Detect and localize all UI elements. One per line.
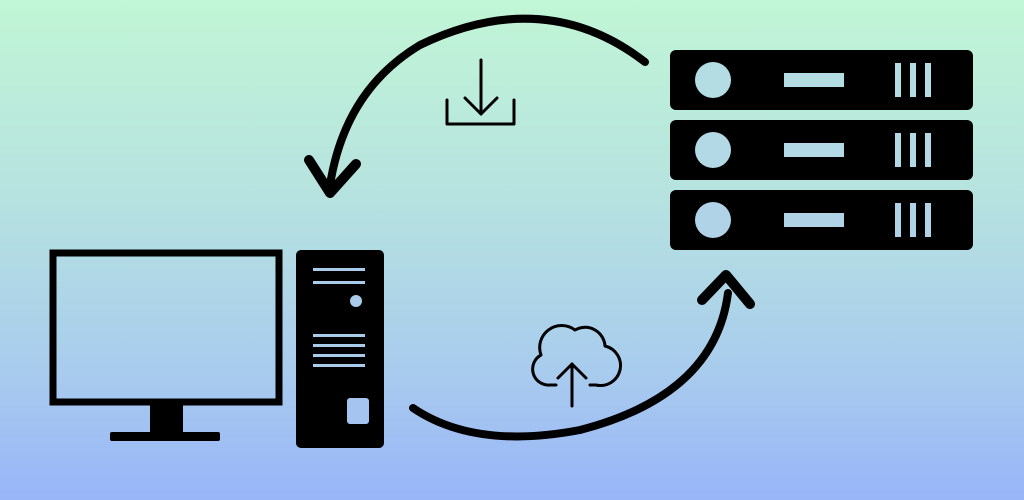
upload-arc [409,289,732,441]
download-icon [445,58,516,126]
download-flow-arrow [304,14,649,198]
server-rack-icon [670,50,973,250]
server-unit [670,120,973,180]
upload-flow-arrow [409,270,755,441]
download-arrowhead [304,155,361,198]
download-arc [326,14,649,189]
desktop-computer-icon [49,249,384,448]
upload-arrowhead [697,270,755,309]
pc-tower-icon [296,250,384,448]
cloud-upload-icon [531,324,622,408]
server-unit [670,50,973,110]
monitor-icon [49,249,283,441]
server-unit [670,190,973,250]
